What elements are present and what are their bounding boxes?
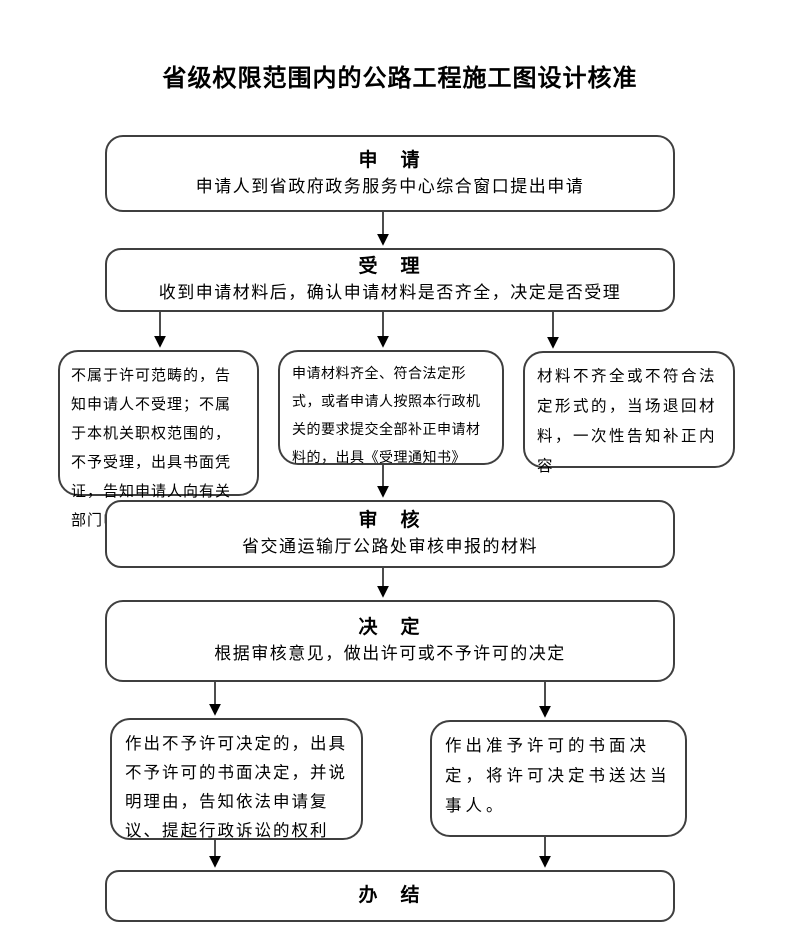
node-decision: 决 定 根据审核意见，做出许可或不予许可的决定 bbox=[105, 600, 675, 682]
node-review: 审 核 省交通运输厅公路处审核申报的材料 bbox=[105, 500, 675, 568]
node-branch-reject: 不属于许可范畴的，告知申请人不受理；不属于本机关职权范围的，不予受理，出具书面凭… bbox=[58, 350, 259, 529]
node-branch-return-body: 材料不齐全或不符合法定形式的，当场退回材料，一次性告知补正内容 bbox=[537, 368, 718, 475]
page-title: 省级权限范围内的公路工程施工图设计核准 bbox=[162, 66, 638, 92]
node-branch-return: 材料不齐全或不符合法定形式的，当场退回材料，一次性告知补正内容 bbox=[523, 351, 735, 475]
node-accept: 受 理 收到申请材料后，确认申请材料是否齐全，决定是否受理 bbox=[105, 248, 675, 312]
node-review-body: 省交通运输厅公路处审核申报的材料 bbox=[242, 537, 538, 556]
node-complete-heading: 办 结 bbox=[358, 885, 422, 906]
node-decision-heading: 决 定 bbox=[358, 617, 422, 638]
node-decision-body: 根据审核意见，做出许可或不予许可的决定 bbox=[214, 644, 566, 663]
node-review-heading: 审 核 bbox=[358, 510, 422, 531]
node-accept-heading: 受 理 bbox=[358, 256, 422, 277]
node-branch-accept-body: 申请材料齐全、符合法定形式，或者申请人按照本行政机关的要求提交全部补正申请材料的… bbox=[292, 367, 481, 466]
node-apply: 申 请 申请人到省政府政务服务中心综合窗口提出申请 bbox=[105, 135, 675, 212]
node-deny-body: 作出不予许可决定的，出具不予许可的书面决定，并说明理由，告知依法申请复议、提起行… bbox=[125, 734, 347, 840]
node-branch-accept: 申请材料齐全、符合法定形式，或者申请人按照本行政机关的要求提交全部补正申请材料的… bbox=[278, 350, 504, 466]
node-apply-heading: 申 请 bbox=[358, 149, 422, 171]
node-grant: 作出准予许可的书面决定，将许可决定书送达当事人。 bbox=[430, 720, 687, 837]
node-accept-body: 收到申请材料后，确认申请材料是否齐全，决定是否受理 bbox=[158, 283, 622, 302]
node-complete: 办 结 bbox=[105, 870, 675, 922]
node-branch-reject-body: 不属于许可范畴的，告知申请人不受理；不属于本机关职权范围的，不予受理，出具书面凭… bbox=[71, 368, 232, 529]
node-grant-body: 作出准予许可的书面决定，将许可决定书送达当事人。 bbox=[445, 736, 671, 815]
node-deny: 作出不予许可决定的，出具不予许可的书面决定，并说明理由，告知依法申请复议、提起行… bbox=[110, 718, 363, 840]
node-apply-body: 申请人到省政府政务服务中心综合窗口提出申请 bbox=[195, 176, 585, 196]
